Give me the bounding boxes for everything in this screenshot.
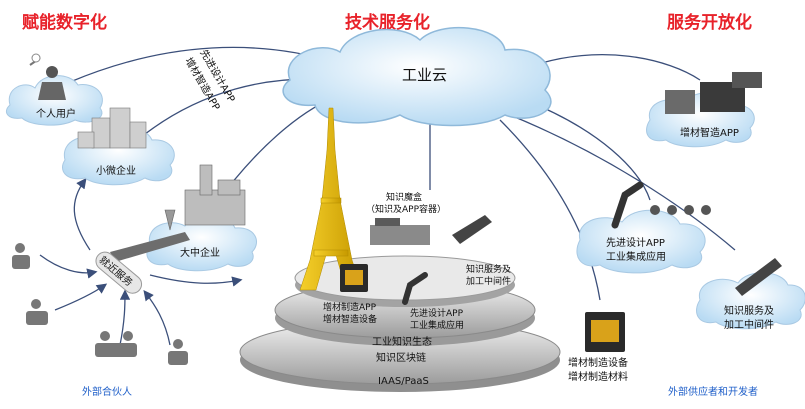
individual-user-icon	[29, 53, 66, 100]
partner-person-3	[95, 331, 137, 357]
small-enterprise-label: 小微企业	[96, 164, 136, 177]
additive-app-center-1: 增材制造APP	[323, 301, 377, 313]
knowledge-service-icon-center	[452, 215, 492, 244]
line-partner-3	[119, 289, 131, 346]
line-service-small	[73, 177, 91, 251]
line-cloud-right-low	[509, 114, 736, 251]
large-enterprise-cloud	[146, 214, 257, 272]
right-design-app-2: 工业集成应用	[606, 250, 666, 263]
design-app-center-2: 工业集成应用	[410, 319, 464, 331]
right-design-app-1: 先进设计APP	[606, 236, 665, 249]
external-partner-label: 外部合伙人	[82, 385, 132, 398]
line-partner-4	[143, 289, 171, 346]
industrial-cloud: 工业云	[282, 27, 552, 127]
partner-person-2	[26, 299, 48, 325]
layer-ecosystem: 工业知识生态	[372, 335, 432, 348]
small-enterprise-icon	[77, 107, 147, 149]
additive-machines-icon	[665, 72, 762, 114]
partner-figures	[12, 243, 188, 365]
knowledge-service-icon-right	[735, 258, 782, 296]
train-icon	[110, 232, 190, 262]
additive-printer-icon-center	[340, 264, 368, 292]
additive-printer-icon-right	[585, 312, 625, 352]
right-knowledge-service-1: 知识服务及	[724, 304, 774, 317]
right-knowledge-service-2: 加工中间件	[724, 318, 774, 331]
robot-arm-icon-center	[402, 272, 428, 305]
heading-center: 技术服务化	[345, 12, 430, 33]
heading-left: 赋能数字化	[22, 12, 107, 33]
right-mid-cloud	[576, 209, 706, 274]
cloud-label: 工业云	[402, 66, 447, 84]
individual-user-label: 个人用户	[36, 107, 76, 120]
knowledge-service-center-2: 加工中间件	[466, 275, 511, 287]
partner-person-4	[168, 339, 188, 365]
knowledge-box-sub: （知识及APP容器）	[366, 203, 446, 215]
line-partner-2	[54, 283, 108, 311]
knowledge-box-icon	[370, 218, 430, 245]
large-enterprise-icon	[164, 164, 246, 231]
design-app-center-1: 先进设计APP	[410, 307, 464, 319]
partner-person-1	[12, 243, 30, 269]
right-low-cloud	[696, 272, 805, 330]
user-cloud	[6, 75, 103, 126]
layer-iaas: IAAS/PaaS	[378, 376, 429, 387]
line-service-right	[149, 274, 243, 287]
right-additive-app-label: 增材智造APP	[680, 126, 739, 139]
knowledge-box-title: 知识魔盒	[386, 191, 422, 203]
line-cloud-right-mid	[524, 99, 651, 201]
knowledge-service-center-1: 知识服务及	[466, 263, 511, 275]
heading-right: 服务开放化	[667, 12, 752, 33]
line-cloud-equipment	[499, 119, 601, 301]
layer-blockchain: 知识区块链	[376, 351, 426, 364]
right-equipment-2: 增材制造材料	[568, 370, 628, 383]
large-enterprise-label: 大中企业	[180, 246, 220, 259]
line-partner-1	[39, 254, 98, 279]
additive-app-center-2: 增材智造设备	[323, 313, 377, 325]
robot-arm-icon-right	[611, 181, 711, 229]
external-dev-label: 外部供应者和开发者	[668, 385, 758, 398]
line-cloud-right-top	[519, 54, 701, 81]
tower-icon	[299, 107, 363, 291]
right-equipment-1: 增材制造设备	[568, 356, 628, 369]
platform	[239, 255, 561, 392]
